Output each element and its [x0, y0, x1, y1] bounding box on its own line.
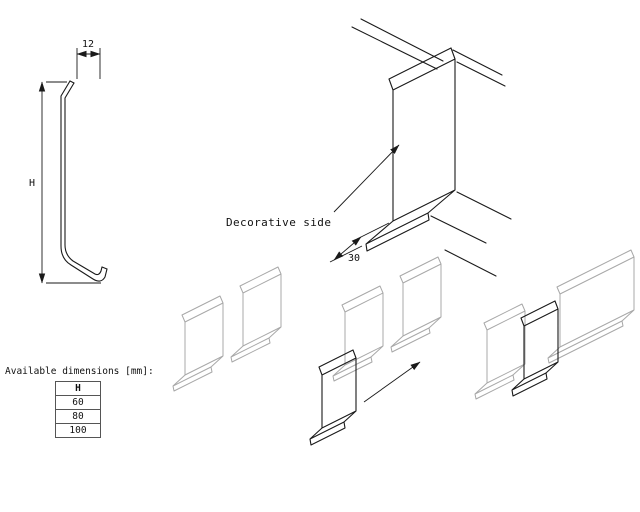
profile-end-caps: [69, 80, 108, 270]
height-dimension-label: H: [29, 178, 35, 189]
profile-outer-line: [60, 80, 108, 282]
joint-piece-installed: [511, 300, 559, 397]
height-dimension: H: [29, 81, 101, 284]
width-extension-lines: [76, 48, 101, 79]
joint-piece: [309, 349, 357, 446]
install-step-3-piece: [511, 300, 559, 397]
dimensions-table: H 60 80 100: [55, 381, 101, 438]
depth-dimension: 30: [329, 222, 390, 264]
table-header-h: H: [55, 381, 101, 396]
install-step-2-piece: [309, 349, 421, 446]
width-dimension: 12: [76, 39, 101, 79]
width-dimension-label: 12: [82, 39, 94, 50]
leader-arrow: [333, 144, 400, 213]
depth-dimension-line: [333, 236, 362, 261]
skirting-segment: [390, 256, 442, 353]
iso-main-view: [351, 18, 512, 277]
skirting-segment: [172, 295, 224, 392]
iso-wall-floor-lines: [351, 18, 512, 277]
height-extension-lines: [46, 81, 101, 284]
table-row-100: 100: [55, 423, 101, 438]
iso-profile-piece: [365, 47, 456, 252]
skirting-segment: [230, 266, 282, 363]
install-step-2-walls: [332, 256, 442, 382]
profile-cross-section: [60, 80, 108, 282]
install-step-1: [172, 266, 282, 392]
install-step-3-walls: [474, 249, 635, 400]
decorative-side-leader: Decorative side: [226, 144, 400, 229]
decorative-side-label: Decorative side: [226, 216, 331, 229]
skirting-segment: [332, 285, 384, 382]
table-row-60: 60: [55, 395, 101, 410]
insert-arrow: [363, 361, 421, 403]
profile-inner-line: [64, 82, 103, 276]
available-dimensions-caption: Available dimensions [mm]:: [5, 366, 154, 377]
skirting-segment: [547, 249, 635, 364]
table-row-80: 80: [55, 409, 101, 424]
depth-dimension-label: 30: [348, 253, 360, 264]
